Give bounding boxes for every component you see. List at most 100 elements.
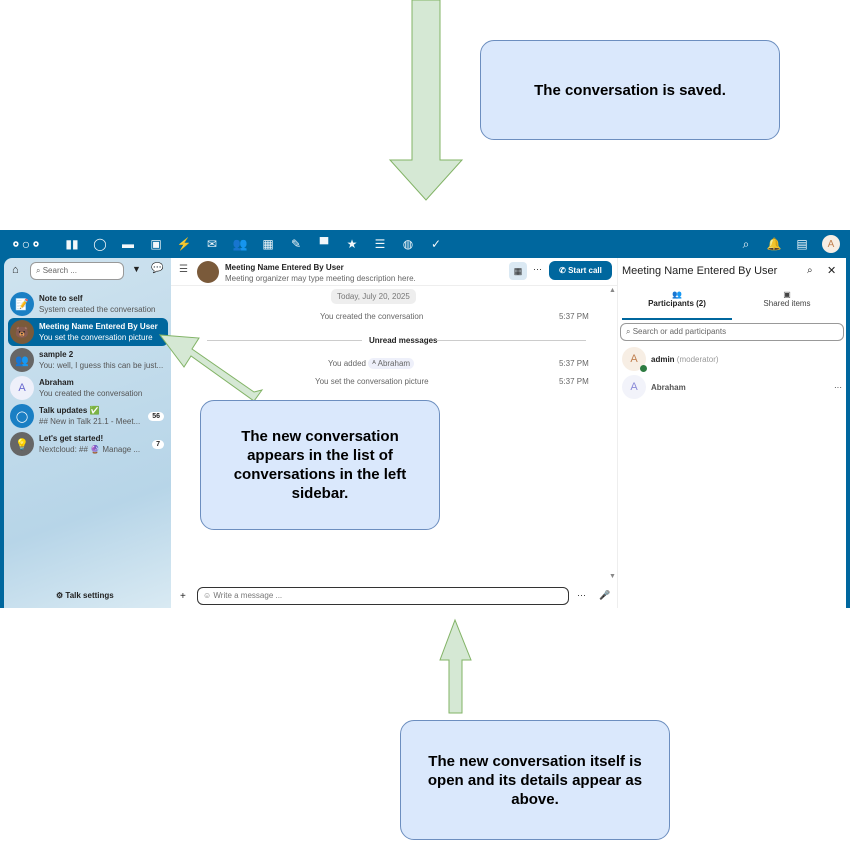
- bulb-icon: 💡: [10, 432, 34, 456]
- dashboard-icon[interactable]: ▮▮: [65, 237, 79, 251]
- mail-icon[interactable]: ✉: [206, 237, 218, 251]
- conversation-preview: ## New in Talk 21.1 - Meet...: [39, 417, 141, 426]
- close-icon[interactable]: ✕: [827, 265, 837, 277]
- conversation-preview: You created the conversation: [39, 389, 143, 398]
- message-time: 5:37 PM: [559, 312, 589, 321]
- toggle-sidebar-icon[interactable]: ☰: [179, 264, 188, 275]
- conversation-name: Let's get started!: [39, 434, 104, 443]
- conversation-item[interactable]: 💡 Let's get started! Nextcloud: ## 🔮 Manag…: [8, 430, 168, 458]
- activity-icon[interactable]: ⚡: [176, 237, 192, 251]
- panel-title: Meeting Name Entered By User: [622, 265, 778, 277]
- check-icon[interactable]: ✓: [430, 237, 442, 251]
- conversation-item[interactable]: ◯ Talk updates ✅ ## New in Talk 21.1 - Mee…: [8, 402, 168, 430]
- note-icon: 📝: [10, 292, 34, 316]
- talk-icon[interactable]: ◯: [93, 237, 107, 251]
- arrow-up: [439, 618, 472, 714]
- scroll-down-icon[interactable]: ▼: [609, 573, 616, 580]
- avatar: A: [622, 347, 647, 372]
- search-placeholder: Search ...: [42, 266, 77, 275]
- arrow-down: [388, 0, 464, 201]
- avatar-initial: A: [630, 353, 638, 365]
- user-avatar[interactable]: A: [822, 235, 840, 253]
- start-call-label: Start call: [568, 266, 602, 275]
- more-icon[interactable]: ···: [577, 590, 586, 600]
- details-panel: Meeting Name Entered By User ⌕ ✕ 👥Partic…: [617, 258, 846, 608]
- start-call-button[interactable]: ✆ Start call: [549, 261, 612, 280]
- conversation-preview: You: well, I guess this can be just...: [39, 361, 164, 370]
- calendar-icon[interactable]: ▦: [509, 262, 527, 280]
- search-icon[interactable]: ⌕: [807, 265, 813, 276]
- conversation-item[interactable]: 👥 sample 2 You: well, I guess this can be …: [8, 346, 168, 374]
- message-input[interactable]: ☺ Write a message ...: [197, 587, 569, 605]
- conversation-name: Talk updates ✅: [39, 406, 100, 415]
- more-icon[interactable]: ···: [834, 382, 842, 392]
- callout-saved: The conversation is saved.: [480, 40, 780, 140]
- participant-name: admin: [651, 354, 675, 364]
- contacts-icon[interactable]: 👥: [232, 237, 248, 251]
- talk-settings-label: Talk settings: [65, 591, 114, 600]
- conversation-preview: You set the conversation picture: [39, 333, 153, 342]
- search-icon[interactable]: ⌕: [742, 236, 750, 251]
- search-input[interactable]: ⌕ Search ...: [30, 262, 124, 280]
- conversation-picture: 🐻: [10, 320, 34, 344]
- conversation-name: Meeting Name Entered By User: [39, 322, 158, 331]
- contacts-menu-icon[interactable]: ▤: [796, 237, 808, 251]
- globe-icon[interactable]: ◍: [402, 237, 414, 251]
- system-message: You created the conversation: [320, 312, 424, 321]
- favorites-icon[interactable]: ★: [346, 237, 358, 251]
- conversation-name: sample 2: [39, 350, 74, 359]
- system-message: You added ᴬ Abraham: [328, 358, 415, 369]
- deck-icon[interactable]: ▀: [319, 237, 329, 251]
- avatar: A: [10, 376, 34, 400]
- tasks-icon[interactable]: ☰: [374, 237, 386, 251]
- mention-chip[interactable]: ᴬ Abraham: [368, 358, 415, 369]
- date-separator: Today, July 20, 2025: [331, 289, 416, 304]
- participant-search-placeholder: Search or add participants: [632, 327, 727, 336]
- talk-settings-button[interactable]: ⚙ Talk settings: [56, 591, 114, 600]
- conversation-picture: [197, 261, 219, 283]
- nextcloud-logo-icon[interactable]: ⚬○⚬: [10, 235, 42, 252]
- message-time: 5:37 PM: [559, 359, 589, 368]
- message-time: 5:37 PM: [559, 377, 589, 386]
- conversation-name: Note to self: [39, 294, 83, 303]
- top-nav: ⚬○⚬ ▮▮ ◯ ▬ ▣ ⚡ ✉ 👥 ▦ ✎ ▀ ★ ☰ ◍ ✓ ⌕ 🔔 ▤ A: [0, 230, 850, 258]
- conversation-preview: Nextcloud: ## 🔮 Manage ...: [39, 445, 141, 454]
- photos-icon[interactable]: ▣: [150, 237, 162, 251]
- scroll-up-icon[interactable]: ▲: [609, 287, 616, 294]
- message-text: You added: [328, 359, 366, 368]
- conversation-preview: System created the conversation: [39, 305, 156, 314]
- more-icon[interactable]: ···: [533, 264, 542, 274]
- tab-participants[interactable]: 👥Participants (2): [622, 290, 732, 320]
- chat-title: Meeting Name Entered By User: [225, 263, 344, 272]
- microphone-icon[interactable]: 🎤: [599, 590, 611, 600]
- tab-label: Shared items: [763, 299, 811, 308]
- filter-icon[interactable]: ▼: [132, 264, 141, 274]
- message-placeholder: Write a message ...: [213, 591, 283, 600]
- notifications-icon[interactable]: 🔔: [766, 237, 782, 251]
- participant-name: Abraham: [651, 382, 686, 392]
- online-status-icon: [640, 365, 647, 372]
- unread-badge: 56: [148, 411, 164, 421]
- group-icon: 👥: [10, 348, 34, 372]
- participant-role: (moderator): [676, 354, 719, 364]
- add-attachment-icon[interactable]: +: [180, 591, 186, 602]
- new-conversation-icon[interactable]: 💬: [151, 263, 164, 274]
- tab-label: Participants (2): [648, 299, 706, 308]
- participant-search-input[interactable]: ⌕ Search or add participants: [620, 323, 844, 341]
- calendar-icon[interactable]: ▦: [262, 237, 274, 251]
- files-icon[interactable]: ▬: [122, 237, 134, 251]
- home-icon[interactable]: ⌂: [12, 264, 19, 276]
- tab-shared-items[interactable]: ▣Shared items: [763, 290, 811, 308]
- system-message: You set the conversation picture: [315, 377, 429, 386]
- conversation-name: Abraham: [39, 378, 74, 387]
- notes-icon[interactable]: ✎: [290, 237, 302, 251]
- talk-logo-icon: ◯: [10, 404, 34, 428]
